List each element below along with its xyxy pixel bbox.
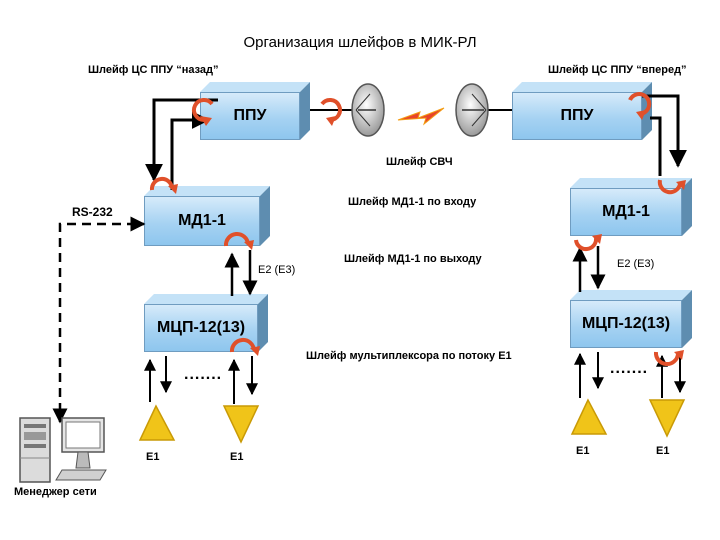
rs232-dashed-line [58,222,136,420]
label-e1-left-a: E1 [146,451,160,463]
label-loop-mux: Шлейф мультиплексора по потоку Е1 [306,350,512,362]
link-mcp-e1-right [574,352,686,398]
link-ppu-md1-left [145,98,218,190]
lightning-bolt-icon [397,107,445,126]
loop-arrow-md1-right-out-icon [574,237,599,251]
block-ppu-left: ППУ [200,82,310,140]
loop-arrow-ppu-right-icon [628,92,652,116]
loop-arrows [149,92,682,367]
loop-arrow-md1-left-in-icon [149,177,174,191]
loop-arrow-mcp-right-icon [653,351,680,367]
loop-arrow-md1-right-in-icon [657,179,682,195]
block-ppu-right: ППУ [512,82,652,140]
block-md1-right: МД1-1 [570,178,692,236]
link-md1-mcp-left [224,250,258,296]
satellite-dish-right-icon [455,83,489,137]
block-ppu-right-label: ППУ [560,107,594,124]
link-md1-mcp-right [572,246,606,292]
label-e2-right: E2 (E3) [617,258,655,270]
label-loop-md1-in: Шлейф МД1-1 по входу [348,196,477,208]
label-e1-right-a: E1 [576,445,590,457]
label-loop-forward: Шлейф ЦС ППУ “вперед” [548,64,687,76]
satellite-dish-left-icon [351,83,385,137]
link-mcp-e1-left [144,356,258,404]
loop-arrow-md1-left-out-icon [223,231,250,247]
e1-triangle-up-left-icon [138,404,176,441]
e1-triangles [138,398,686,444]
e1-triangle-up-right-icon [570,398,608,435]
label-e2-left: E2 (E3) [258,264,296,276]
block-mcp-left-label: МЦП-12(13) [156,319,246,336]
block-mcp-right-label: МЦП-12(13) [581,315,671,332]
block-ppu-left-label: ППУ [233,107,267,124]
block-mcp-left: МЦП-12(13) [144,294,268,352]
label-loop-md1-out: Шлейф МД1-1 по выходу [344,253,482,265]
label-loop-back: Шлейф ЦС ППУ “назад” [88,64,219,76]
loop-arrow-mcp-left-icon [229,337,256,353]
e1-triangle-down-right-icon [648,399,686,438]
page-title: Организация шлейфов в МИК-РЛ [243,34,477,51]
label-loop-svch: Шлейф СВЧ [386,156,453,168]
label-rs232: RS-232 [72,205,113,219]
dots-right: ....... [610,360,649,377]
computer-icon [19,417,107,483]
block-md1-left: МД1-1 [144,186,270,246]
loop-arrow-ppu-left-icon [192,98,214,122]
label-e1-left-b: E1 [230,451,244,463]
link-ppu-md1-right [642,94,687,176]
block-mcp-right: МЦП-12(13) [570,290,692,348]
e1-triangle-down-left-icon [222,405,260,444]
label-e1-right-b: E1 [656,445,670,457]
loop-arrow-heads [168,110,686,360]
block-md1-left-label: МД1-1 [178,212,226,229]
dots-left: ....... [184,366,223,383]
label-network-manager: Менеджер сети [14,486,97,498]
block-md1-right-label: МД1-1 [602,203,650,220]
